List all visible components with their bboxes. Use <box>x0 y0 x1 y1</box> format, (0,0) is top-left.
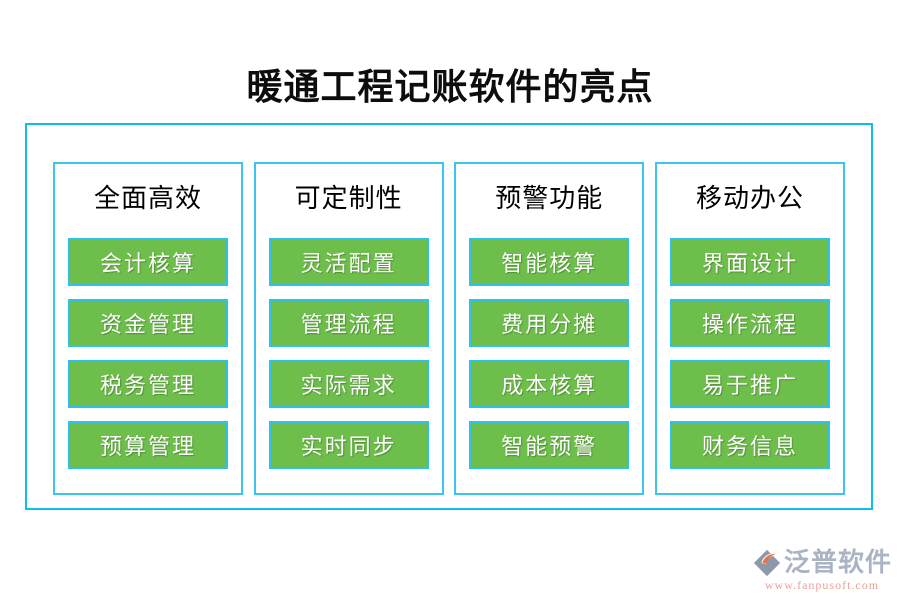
fanpu-logo-icon <box>753 549 781 577</box>
brand-name: 泛普软件 <box>783 548 892 577</box>
fanpu-watermark: 泛普软件 www.fanpusoft.com <box>752 548 892 593</box>
feature-column-customizable: 可定制性 灵活配置 管理流程 实际需求 实时同步 <box>253 162 444 495</box>
feature-button[interactable]: 操作流程 <box>669 299 830 347</box>
feature-button[interactable]: 会计核算 <box>68 238 228 286</box>
feature-button[interactable]: 实际需求 <box>268 360 429 408</box>
column-header: 移动办公 <box>695 184 804 213</box>
feature-button[interactable]: 灵活配置 <box>268 238 429 286</box>
feature-button[interactable]: 税务管理 <box>68 360 228 408</box>
feature-button[interactable]: 实时同步 <box>268 421 429 469</box>
page-title: 暖通工程记账软件的亮点 <box>246 67 654 107</box>
feature-button[interactable]: 费用分摊 <box>469 299 630 347</box>
column-header: 可定制性 <box>294 184 403 213</box>
feature-button[interactable]: 智能核算 <box>469 238 630 286</box>
feature-button[interactable]: 管理流程 <box>268 299 429 347</box>
highlights-panel: 全面高效 会计核算 资金管理 税务管理 预算管理 可定制性 灵活配置 管理流程 … <box>25 123 873 510</box>
column-header: 预警功能 <box>495 184 604 213</box>
feature-button[interactable]: 成本核算 <box>469 360 630 408</box>
feature-column-mobile: 移动办公 界面设计 操作流程 易于推广 财务信息 <box>654 162 845 495</box>
feature-column-warning: 预警功能 智能核算 费用分摊 成本核算 智能预警 <box>454 162 645 495</box>
feature-column-comprehensive: 全面高效 会计核算 资金管理 税务管理 预算管理 <box>53 162 243 495</box>
feature-button[interactable]: 财务信息 <box>669 421 830 469</box>
feature-button[interactable]: 智能预警 <box>469 421 630 469</box>
feature-button[interactable]: 预算管理 <box>68 421 228 469</box>
feature-button[interactable]: 易于推广 <box>669 360 830 408</box>
brand-url: www.fanpusoft.com <box>764 578 880 592</box>
feature-button[interactable]: 界面设计 <box>669 238 830 286</box>
feature-button[interactable]: 资金管理 <box>68 299 228 347</box>
column-header: 全面高效 <box>93 184 202 213</box>
